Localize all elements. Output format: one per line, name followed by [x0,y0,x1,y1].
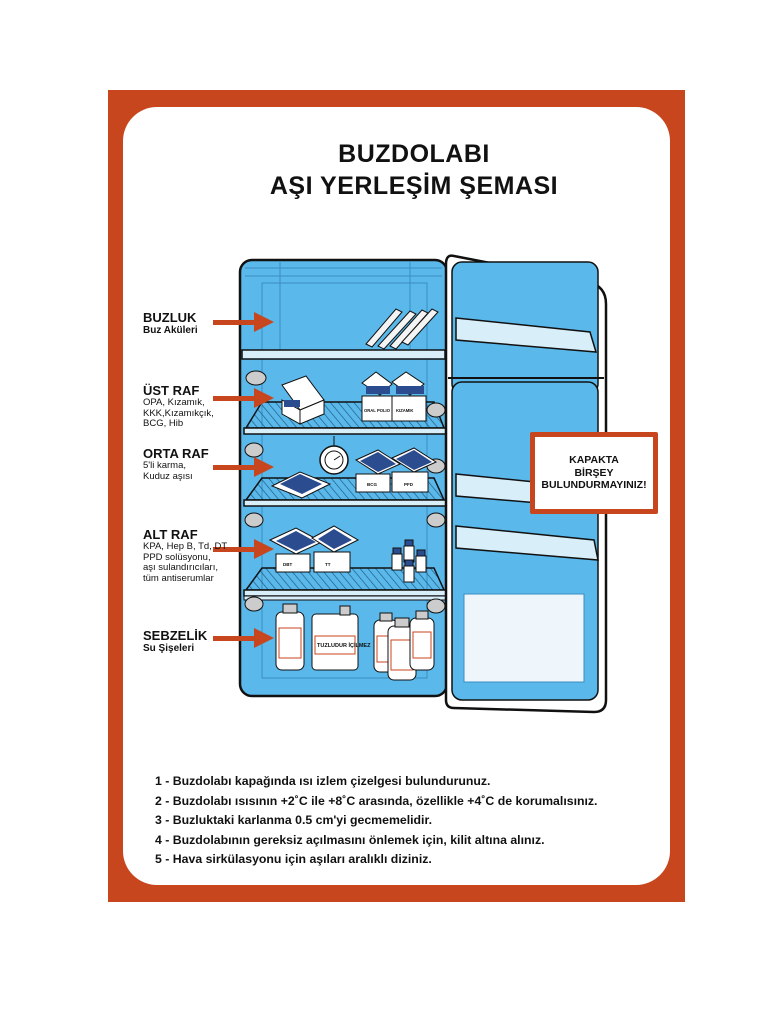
box-tray-1 [270,471,332,499]
box-kizamik [391,371,427,422]
section-heading: ORTA RAF [143,446,209,461]
box-label-bcg: BCG [367,482,377,487]
box-label-pfd: PFD [404,482,414,487]
arrow-buzluk [213,312,274,332]
section-sebzelik: SEBZELİK Su Şişeleri [143,628,208,655]
rule-item: 5 - Hava sirkülasyonu için aşıları aralı… [155,852,432,867]
section-orta-raf: ORTA RAF 5'li karma, Kuduz aşısı [143,447,209,482]
box-tt [311,525,360,573]
box-label-kizamik: KIZAMIK [396,408,413,413]
rules-list: 1 - Buzdolabı kapağında ısı izlem çizelg… [155,772,675,870]
small-vials [391,539,427,583]
box-pfd [390,447,438,493]
box-opa [361,371,393,422]
water-bottle-4 [409,610,435,671]
crisper-area: TUZLUDUR İÇİLMEZ [243,595,447,681]
section-desc: Su Şişeleri [143,643,195,654]
arrow-alt-raf [213,539,274,559]
section-desc: 5'li karma, Kuduz aşısı [143,460,193,482]
thermometer-dial [319,436,349,475]
jug-label: TUZLUDUR İÇİLMEZ [317,642,371,649]
section-heading: SEBZELİK [143,628,208,643]
water-bottle-1 [275,603,305,671]
arrow-ust-raf [213,388,274,408]
box-label-opa: ORAL POLIO [364,408,391,413]
section-heading: ALT RAF [143,527,198,542]
title-line-1: BUZDOLABI [338,140,490,168]
arrow-orta-raf [213,457,274,477]
warning-line-2: BİRŞEY [574,466,614,479]
section-desc: KPA, Hep B, Td, DT PPD solüsyonu, aşı su… [143,541,228,584]
freezer-shelf [241,349,446,360]
arrows [213,312,274,648]
rule-item: 1 - Buzdolabı kapağında ısı izlem çizelg… [155,774,491,788]
upper-shelf-boxes: ORAL POLIO KIZAMIK [281,371,427,425]
lower-shelf-items: DBT TT [268,525,427,583]
rule-item: 2 - Buzdolabı ısısının +2˚C ile +8˚C ara… [155,793,598,808]
box-bcg [354,449,402,493]
title-line-2: AŞI YERLEŞİM ŞEMASI [269,172,559,200]
section-ust-raf: ÜST RAF OPA, Kızamık, KKK,Kızamıkçık, BC… [143,384,214,430]
box-dbt [268,527,324,573]
box-upper-1 [281,375,325,425]
section-desc: Buz Aküleri [143,325,198,336]
ice-packs [365,308,439,350]
box-label-dbt: DBT [283,562,292,567]
section-buzluk: BUZLUK Buz Aküleri [143,310,198,337]
arrow-sebzelik [213,628,274,648]
section-heading: ÜST RAF [143,383,200,398]
box-label-tt: TT [325,562,331,567]
rule-item: 3 - Buzluktaki karlanma 0.5 cm'yi gecmem… [155,813,432,828]
warning-line-1: KAPAKTA [569,454,619,467]
rule-item: 4 - Buzdolabının gereksiz açılmasını önl… [155,832,545,847]
section-alt-raf: ALT RAF KPA, Hep B, Td, DT PPD solüsyonu… [143,528,227,584]
warning-line-3: BULUNDURMAYINIZ! [541,479,647,492]
section-heading: BUZLUK [143,310,197,325]
section-desc: OPA, Kızamık, KKK,Kızamıkçık, BCG, Hib [143,397,214,429]
middle-shelf-boxes: BCG PFD [270,447,438,499]
water-jug [311,605,359,671]
door-warning-box: KAPAKTA BİRŞEY BULUNDURMAYINIZ! [530,432,658,514]
